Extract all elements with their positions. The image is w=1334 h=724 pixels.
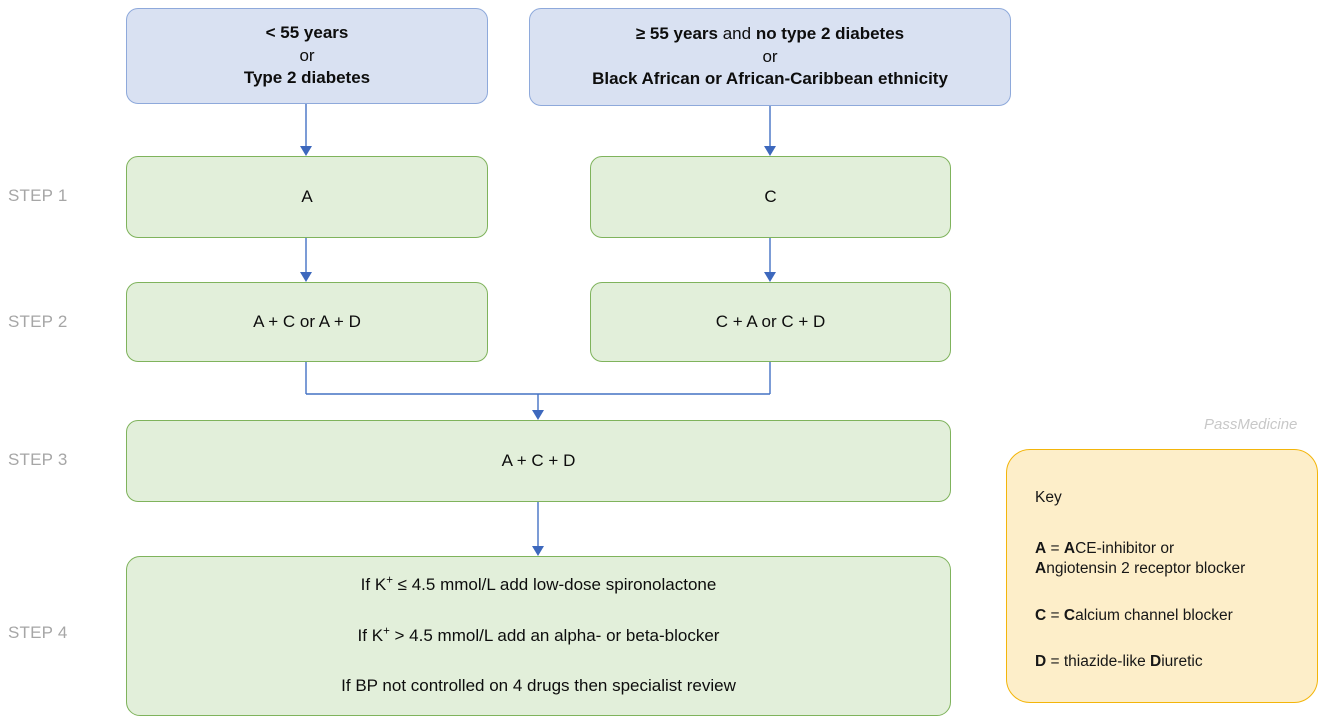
criteria-right-line2: or	[762, 46, 778, 66]
step-label-4: STEP 4	[8, 623, 68, 642]
connector-step1-right-to-step2-right	[764, 238, 776, 282]
key-entry-d: D = thiazide-like Diuretic	[1035, 652, 1301, 673]
key-entry-a-line1: A = ACE-inhibitor or	[1035, 539, 1301, 560]
step-label-3: STEP 3	[8, 450, 68, 469]
step1-left-text: A	[301, 186, 313, 206]
criteria-right-line1-and: and	[722, 24, 752, 44]
step1-right-box: C	[590, 156, 951, 238]
criteria-right-line3: Black African or African-Caribbean ethni…	[592, 69, 948, 89]
key-entry-d-line1: D = thiazide-like Diuretic	[1035, 652, 1301, 673]
connector-criteria-left-to-step1	[300, 104, 312, 156]
step3-text: A + C + D	[501, 450, 576, 470]
key-entry-c: C = Calcium channel blocker	[1035, 606, 1301, 627]
criteria-right-line1-diabetes: no type 2 diabetes	[755, 24, 905, 44]
criteria-box-left: < 55 years or Type 2 diabetes	[126, 8, 488, 104]
criteria-left-line2: or	[299, 45, 315, 65]
step2-right-box: C + A or C + D	[590, 282, 951, 362]
step4-line2-pre: If K	[357, 625, 384, 645]
key-entry-d-rest1: iuretic	[1161, 653, 1203, 671]
step4-line1: If K+ ≤ 4.5 mmol/L add low-dose spironol…	[361, 574, 717, 596]
key-entry-d-plain: thiazide-like	[1063, 653, 1151, 671]
key-entry-a: A = ACE-inhibitor or Angiotensin 2 recep…	[1035, 539, 1301, 580]
key-entry-d-eq: =	[1046, 653, 1064, 671]
key-entry-c-eq: =	[1046, 606, 1064, 624]
key-entry-c-rest1: alcium channel blocker	[1075, 606, 1233, 624]
connector-step2-merge-to-step3	[305, 362, 771, 420]
connector-step1-left-to-step2-left	[300, 238, 312, 282]
connector-step3-to-step4	[532, 502, 544, 556]
step1-left-box: A	[126, 156, 488, 238]
key-entry-a-initial: A	[1063, 539, 1076, 557]
key-entry-a-initial2: A	[1035, 560, 1047, 578]
step4-line1-sup: +	[386, 574, 393, 587]
step3-box: A + C + D	[126, 420, 951, 502]
key-title: Key	[1035, 489, 1062, 506]
step4-line1-post: ≤ 4.5 mmol/L add low-dose spironolactone	[392, 575, 717, 595]
step4-line2: If K+ > 4.5 mmol/L add an alpha- or beta…	[358, 625, 720, 647]
key-entry-d-letter: D	[1035, 653, 1047, 671]
key-box: Key A = ACE-inhibitor or Angiotensin 2 r…	[1006, 449, 1318, 703]
key-entry-a-rest1: CE-inhibitor or	[1075, 539, 1175, 557]
step2-right-text: C + A or C + D	[715, 311, 826, 331]
key-entry-a-rest2: ngiotensin 2 receptor blocker	[1046, 560, 1246, 578]
criteria-box-right: ≥ 55 years and no type 2 diabetes or Bla…	[529, 8, 1011, 106]
key-entry-a-line2: Angiotensin 2 receptor blocker	[1035, 559, 1301, 580]
step-label-1: STEP 1	[8, 186, 68, 205]
step4-line2-post: > 4.5 mmol/L add an alpha- or beta-block…	[389, 625, 720, 645]
key-entry-a-letter: A	[1035, 539, 1047, 557]
key-content: Key A = ACE-inhibitor or Angiotensin 2 r…	[1035, 488, 1301, 673]
step4-box: If K+ ≤ 4.5 mmol/L add low-dose spironol…	[126, 556, 951, 716]
step-label-2: STEP 2	[8, 312, 68, 331]
criteria-left-line1: < 55 years	[265, 23, 349, 43]
connector-criteria-right-to-step1	[764, 106, 776, 156]
key-entry-c-letter: C	[1035, 606, 1047, 624]
criteria-right-line1-age: ≥ 55 years	[635, 24, 718, 44]
criteria-right-line1: ≥ 55 years and no type 2 diabetes	[636, 23, 904, 45]
step4-line2-sup: +	[383, 625, 390, 638]
key-entry-c-initial: C	[1063, 606, 1076, 624]
key-entry-c-line1: C = Calcium channel blocker	[1035, 606, 1301, 627]
step1-right-text: C	[764, 186, 777, 206]
criteria-left-line3: Type 2 diabetes	[243, 68, 371, 88]
step4-line1-pre: If K	[360, 575, 387, 595]
step2-left-box: A + C or A + D	[126, 282, 488, 362]
step2-left-text: A + C or A + D	[253, 311, 361, 331]
step4-line3: If BP not controlled on 4 drugs then spe…	[341, 676, 736, 696]
passmedicine-watermark: PassMedicine	[1204, 416, 1298, 433]
key-entry-d-initial: D	[1150, 653, 1162, 671]
key-entry-a-eq: =	[1046, 539, 1064, 557]
